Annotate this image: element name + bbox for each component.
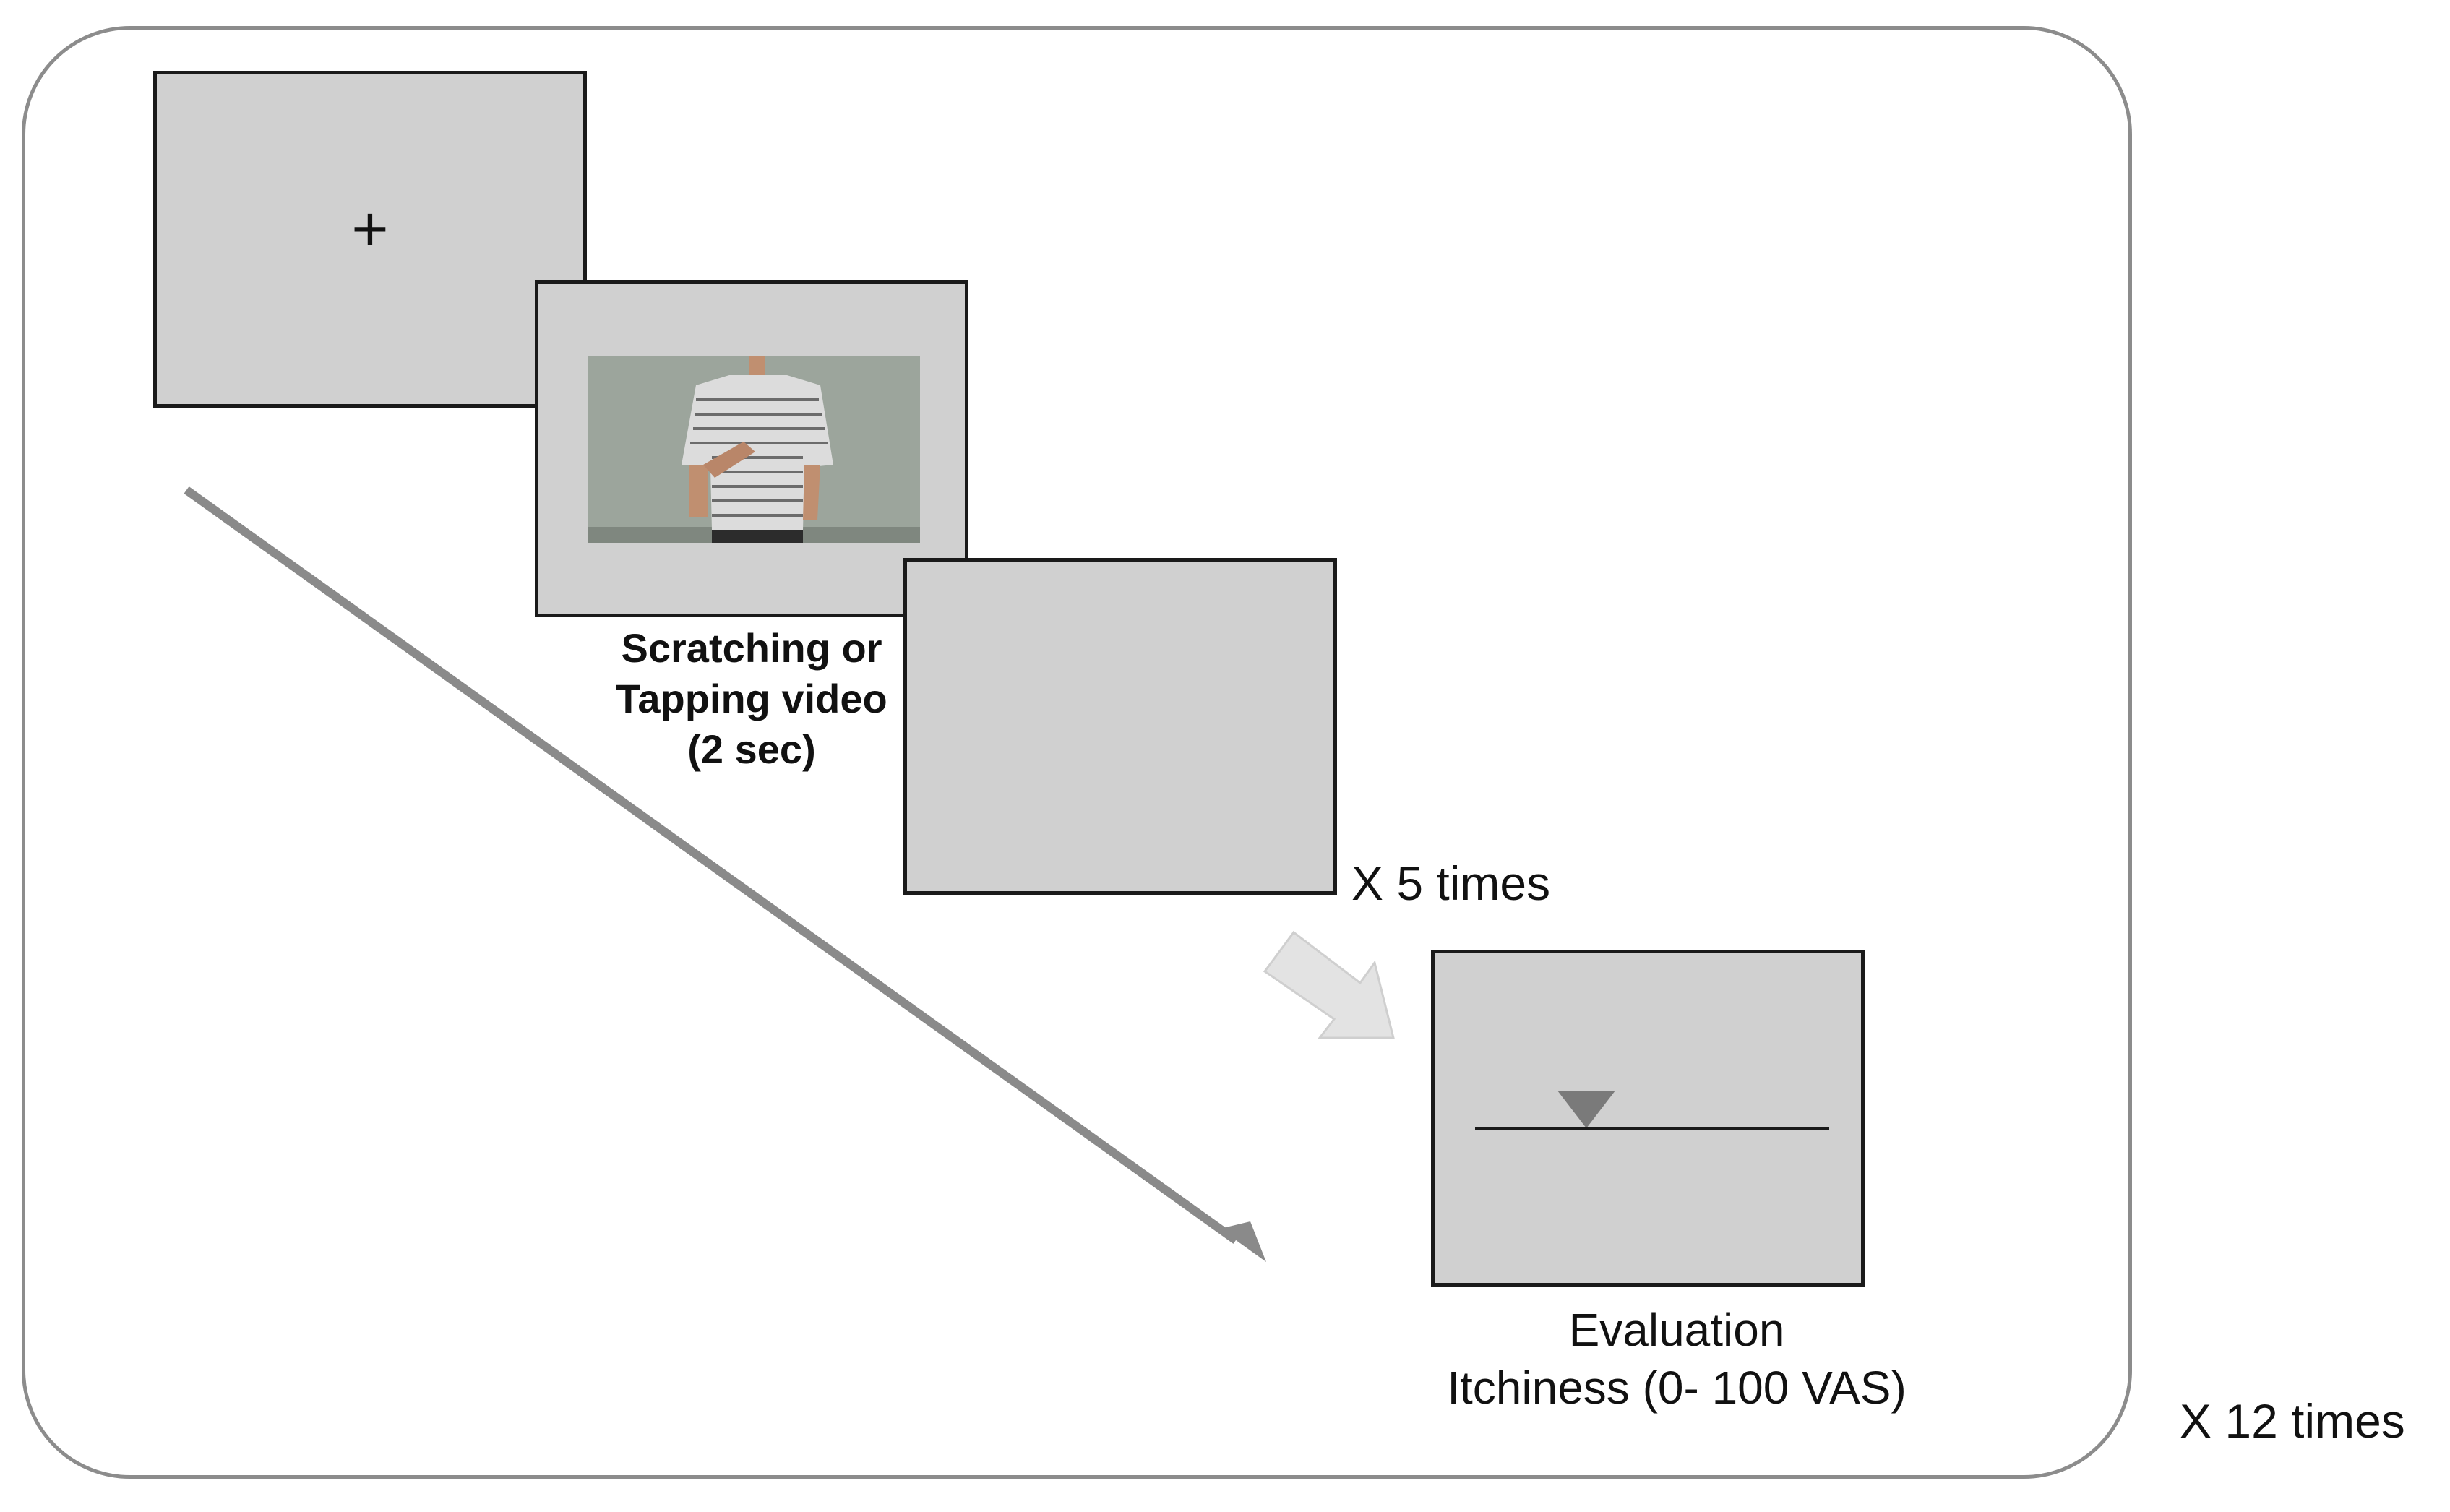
trial-block-frame — [22, 26, 2132, 1479]
video-caption-line-3: (2 sec) — [687, 726, 816, 772]
outer-repeat-label: X 12 times — [2180, 1394, 2405, 1448]
evaluation-caption-line-2: Itchiness (0- 100 VAS) — [1447, 1362, 1907, 1414]
time-arrow-head — [1220, 1221, 1266, 1262]
vas-scale-line[interactable] — [1475, 1127, 1829, 1130]
person-illustration — [588, 356, 920, 543]
inner-repeat-label: X 5 times — [1351, 856, 1551, 910]
flow-arrow — [1263, 930, 1395, 1039]
fixation-screen: + — [153, 71, 587, 408]
video-caption: Scratching or Tapping video (2 sec) — [535, 623, 968, 775]
video-screen — [535, 280, 968, 617]
video-caption-line-1: Scratching or — [621, 625, 882, 671]
evaluation-caption: Evaluation Itchiness (0- 100 VAS) — [1373, 1301, 1980, 1417]
fixation-cross: + — [351, 193, 389, 265]
evaluation-caption-line-1: Evaluation — [1568, 1304, 1785, 1356]
evaluation-screen — [1431, 950, 1865, 1287]
vas-marker-triangle[interactable] — [1557, 1091, 1615, 1128]
time-arrow — [184, 486, 1239, 1244]
blank-screen — [903, 558, 1337, 895]
video-caption-line-2: Tapping video — [616, 676, 887, 721]
scratching-video-frame — [588, 356, 920, 543]
